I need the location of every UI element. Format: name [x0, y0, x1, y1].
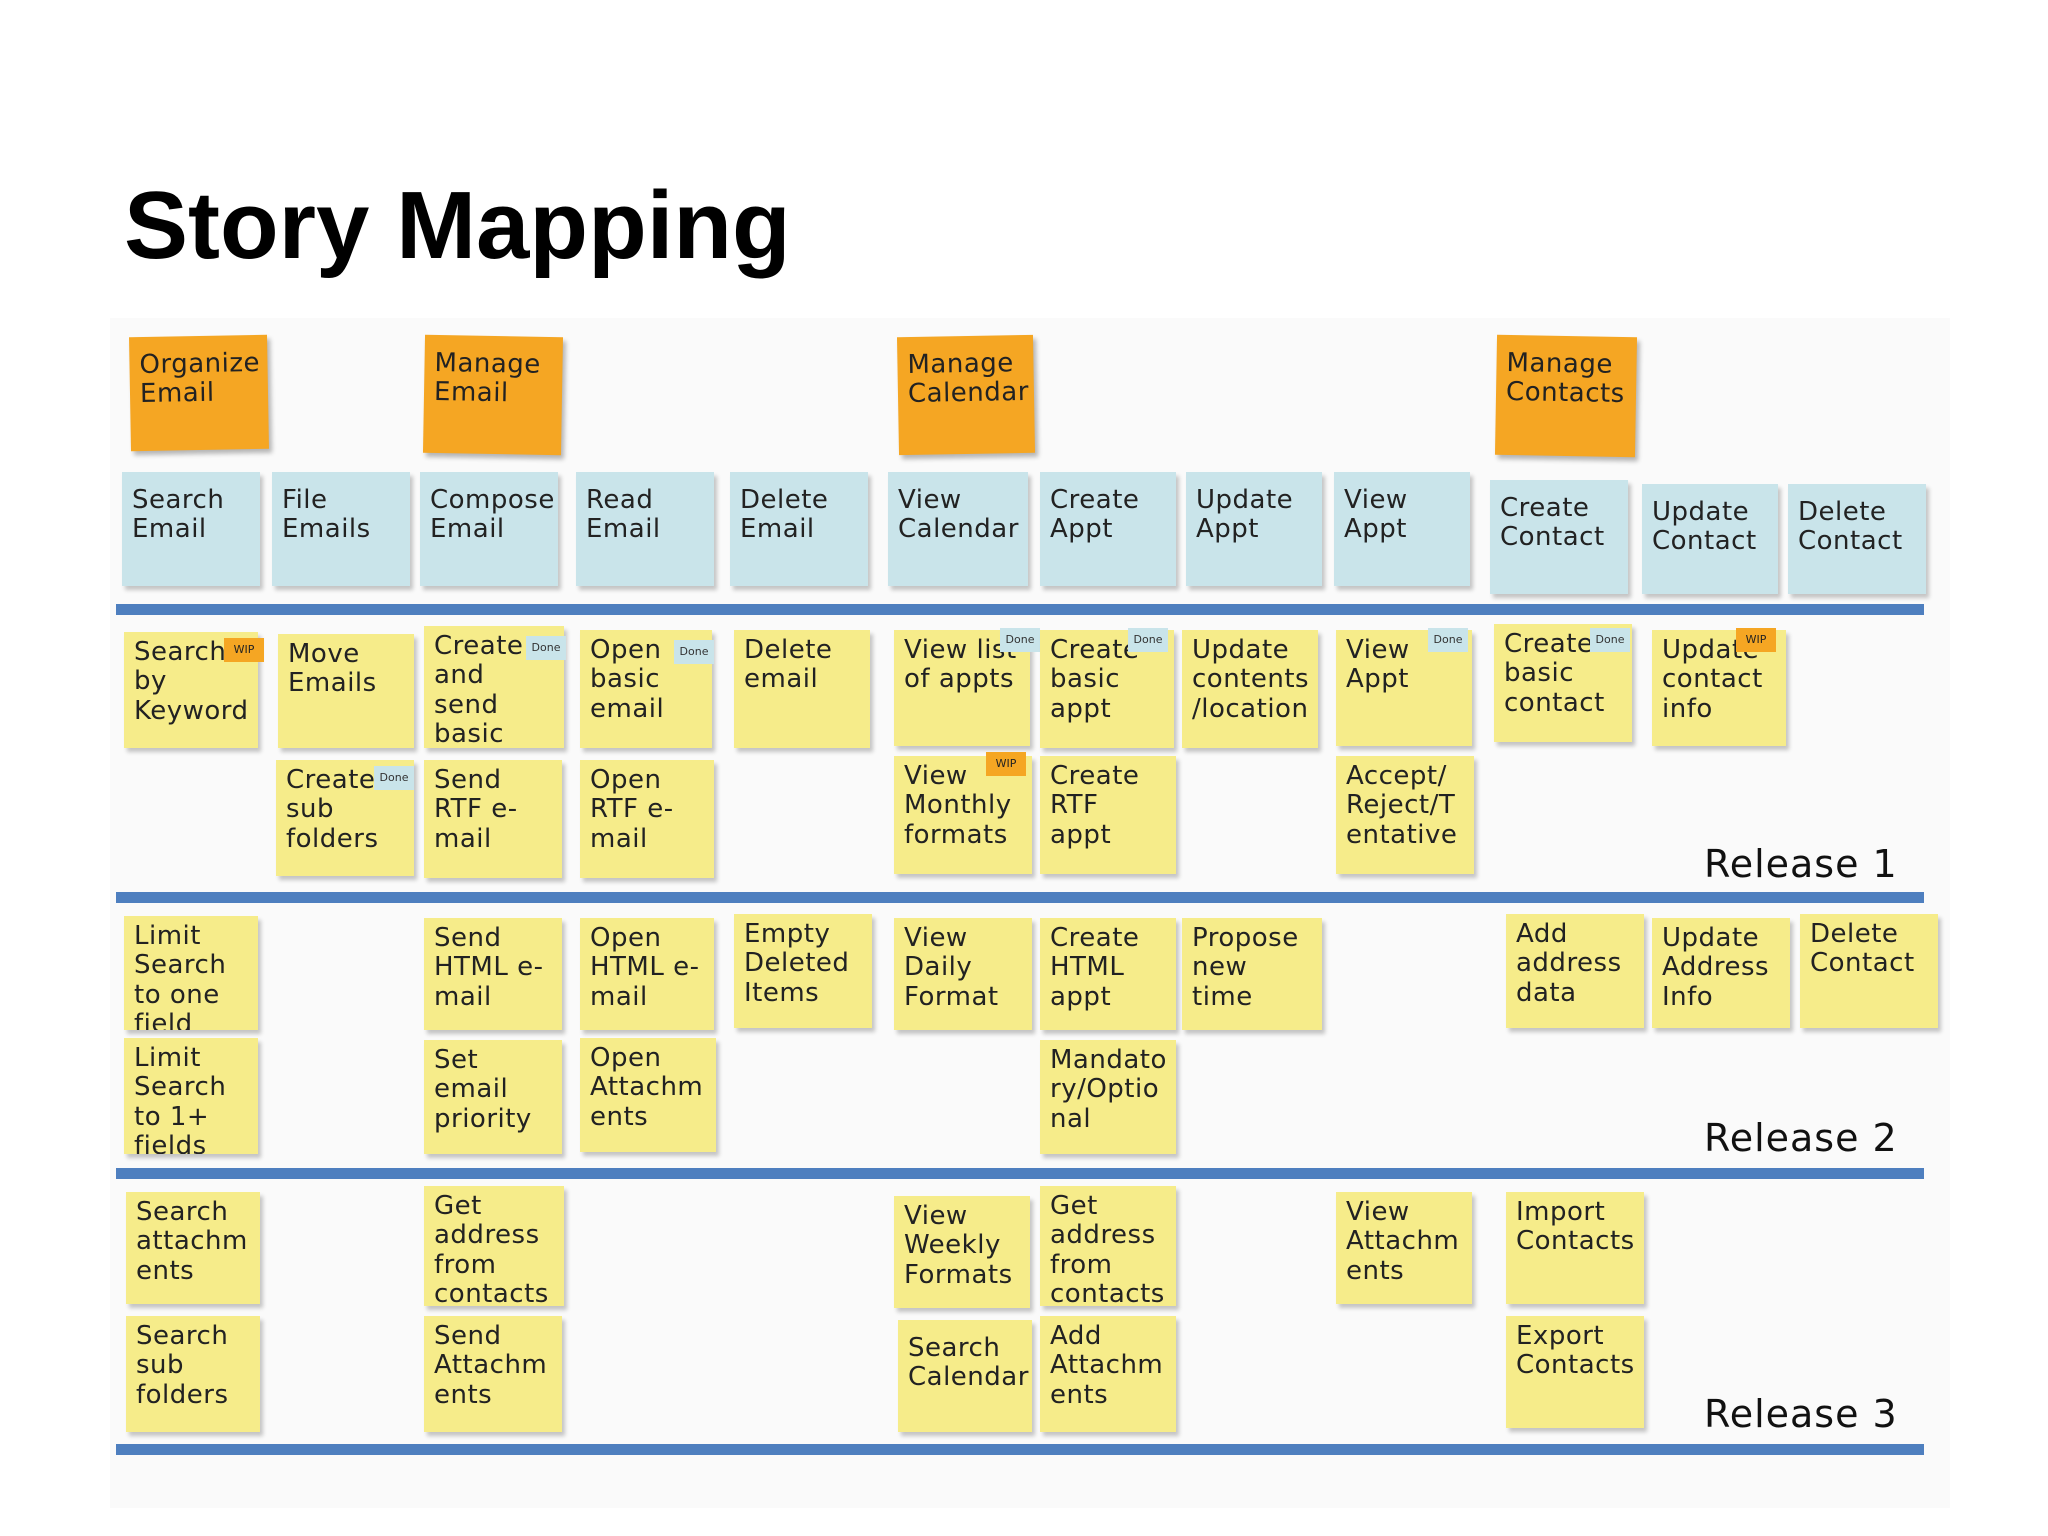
story-update-address-info: Update Address Info — [1652, 918, 1790, 1028]
task-create-contact: Create Contact — [1490, 480, 1628, 594]
story-search-calendar: Search Calendar — [898, 1320, 1032, 1432]
task-search-email: Search Email — [122, 472, 260, 586]
task-read-email: Read Email — [576, 472, 714, 586]
task-update-appt: Update Appt — [1186, 472, 1322, 586]
story-propose-new-time: Propose new time — [1182, 918, 1322, 1030]
story-get-address-from-contacts-appt: Get address from contacts — [1040, 1186, 1176, 1306]
story-open-html-email: Open HTML e- mail — [580, 918, 714, 1030]
wip-tag: WIP — [1736, 628, 1776, 652]
story-move-emails: Move Emails — [278, 634, 414, 748]
story-add-address-data: Add address data — [1506, 914, 1644, 1028]
story-create-rtf-appt: Create RTF appt — [1040, 756, 1176, 874]
story-view-attachments: View Attachm ents — [1336, 1192, 1472, 1304]
story-get-address-from-contacts-email: Get address from contacts — [424, 1186, 564, 1306]
activity-manage-contacts: Manage Contacts — [1494, 334, 1638, 458]
page-title: Story Mapping — [124, 172, 791, 279]
story-limit-search-to-1plus-fields: Limit Search to 1+ fields — [124, 1038, 258, 1154]
story-update-contents-location: Update contents /location — [1182, 630, 1318, 748]
story-mandatory-optional: Mandato ry/Optio nal — [1040, 1040, 1176, 1154]
activity-manage-email: Manage Email — [422, 334, 564, 456]
story-view-daily-format: View Daily Format — [894, 918, 1032, 1030]
story-delete-contact: Delete Contact — [1800, 914, 1938, 1028]
task-delete-contact: Delete Contact — [1788, 484, 1926, 594]
activity-manage-calendar: Manage Calendar — [896, 334, 1036, 456]
task-view-calendar: View Calendar — [888, 472, 1028, 586]
story-create-html-appt: Create HTML appt — [1040, 918, 1176, 1030]
task-view-appt: View Appt — [1334, 472, 1470, 586]
story-view-weekly-formats: View Weekly Formats — [894, 1196, 1030, 1308]
story-open-attachments: Open Attachm ents — [580, 1038, 716, 1152]
activity-organize-email: Organize Email — [129, 334, 269, 452]
done-tag: Done — [374, 766, 414, 790]
task-update-contact: Update Contact — [1642, 484, 1778, 594]
release-1-divider — [116, 892, 1924, 903]
story-search-sub-folders: Search sub folders — [126, 1316, 260, 1432]
backbone-divider — [116, 604, 1924, 615]
done-tag: Done — [1590, 628, 1630, 652]
task-file-emails: File Emails — [272, 472, 410, 586]
release-2-divider — [116, 1168, 1924, 1179]
done-tag: Done — [1000, 628, 1040, 652]
release-3-divider — [116, 1444, 1924, 1455]
story-send-html-email: Send HTML e- mail — [424, 918, 562, 1030]
story-open-rtf-email: Open RTF e- mail — [580, 760, 714, 878]
story-search-attachments: Search attachm ents — [126, 1192, 260, 1304]
done-tag: Done — [526, 636, 566, 660]
wip-tag: WIP — [986, 752, 1026, 776]
story-add-attachments: Add Attachm ents — [1040, 1316, 1176, 1432]
story-accept-reject-tentative: Accept/ Reject/T entative — [1336, 756, 1474, 874]
story-limit-search-to-one-field: Limit Search to one field — [124, 916, 258, 1030]
release-3-label: Release 3 — [1704, 1392, 1898, 1436]
task-delete-email: Delete Email — [730, 472, 868, 586]
wip-tag: WIP — [224, 638, 264, 662]
done-tag: Done — [1128, 628, 1168, 652]
story-export-contacts: Export Contacts — [1506, 1316, 1644, 1428]
story-create-basic-contact: Create basic contact — [1494, 624, 1632, 742]
task-create-appt: Create Appt — [1040, 472, 1176, 586]
release-1-label: Release 1 — [1704, 842, 1898, 886]
story-send-attachments: Send Attachm ents — [424, 1316, 562, 1432]
release-2-label: Release 2 — [1704, 1116, 1898, 1160]
done-tag: Done — [674, 640, 714, 664]
done-tag: Done — [1428, 628, 1468, 652]
story-set-email-priority: Set email priority — [424, 1040, 562, 1154]
story-delete-email: Delete email — [734, 630, 870, 748]
story-import-contacts: Import Contacts — [1506, 1192, 1644, 1304]
story-send-rtf-email: Send RTF e- mail — [424, 760, 562, 878]
story-create-and-send-basic-email: Create and send basic email — [424, 626, 564, 748]
story-empty-deleted-items: Empty Deleted Items — [734, 914, 872, 1028]
task-compose-email: Compose Email — [420, 472, 558, 586]
